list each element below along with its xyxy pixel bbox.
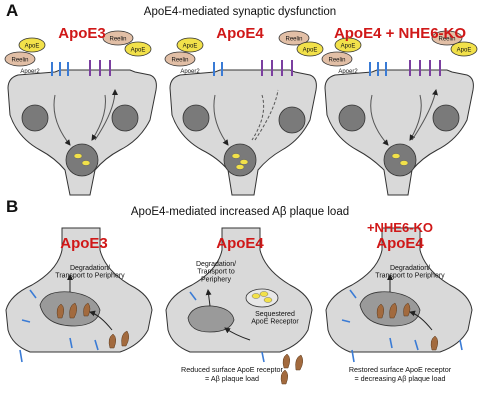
svg-text:Reelin: Reelin xyxy=(109,37,126,43)
svg-text:Reelin: Reelin xyxy=(328,58,345,64)
cell-body xyxy=(5,227,153,353)
svg-text:Reelin: Reelin xyxy=(438,37,455,43)
panel-a-receptors xyxy=(51,60,441,76)
panel-b-condition-nhe6ko: +NHE6-KO xyxy=(367,220,433,235)
panel-b-title: ApoE4-mediated increased Aβ plaque load xyxy=(131,206,349,218)
panel-a-traffic-arrows xyxy=(53,89,438,146)
panel-a-condition-apoe4-nhe6ko: ApoE4 + NHE6-KO xyxy=(334,25,466,42)
panel-a-cell-3 xyxy=(324,69,474,196)
endosome xyxy=(383,143,417,177)
panel-a-title: ApoE4-mediated synaptic dysfunction xyxy=(144,6,336,18)
panel-b-condition-apoe4-right: ApoE4 xyxy=(376,235,424,252)
svg-text:ApoE: ApoE xyxy=(457,48,472,54)
endosome xyxy=(182,104,210,132)
panel-b-receptors xyxy=(19,289,463,363)
cell-body xyxy=(325,227,473,353)
label-degradation-left: Degradation/Transport to Periphery xyxy=(55,265,125,280)
svg-text:Reelin: Reelin xyxy=(11,58,28,64)
svg-text:ApoE: ApoE xyxy=(341,44,356,50)
panel-b-cell-3 xyxy=(325,227,473,353)
label-degradation-right: Degradation/Transport to Periphery xyxy=(375,265,445,280)
endosome xyxy=(65,143,99,177)
panel-a-letter: A xyxy=(6,1,18,20)
panel-a-condition-apoe3: ApoE3 xyxy=(58,25,106,42)
panel-a-condition-apoe4: ApoE4 xyxy=(216,25,264,42)
svg-text:ApoE: ApoE xyxy=(303,48,318,54)
svg-text:Apoer2: Apoer2 xyxy=(180,69,200,75)
endosome xyxy=(111,104,139,132)
panel-b-condition-apoe3: ApoE3 xyxy=(60,235,108,252)
svg-text:Apoer2: Apoer2 xyxy=(20,69,40,75)
note-right-line1: Restored surface ApoE receptor xyxy=(349,365,452,374)
panel-b-arrows xyxy=(67,274,433,341)
endosome xyxy=(21,104,49,132)
panel-b-condition-apoe4: ApoE4 xyxy=(216,235,264,252)
note-middle-line1: Reduced surface ApoE receptor xyxy=(181,365,283,374)
sequestered-cluster xyxy=(245,288,279,308)
svg-text:Apoer2: Apoer2 xyxy=(338,69,358,75)
panel-b-cell-1 xyxy=(5,227,153,353)
svg-text:ApoE: ApoE xyxy=(25,44,40,50)
endosome-cargo xyxy=(73,153,409,170)
endosome xyxy=(278,106,306,134)
panel-a-ligand-labels: ApoE Reelin Reelin ApoE ApoE Reelin Reel… xyxy=(11,37,471,76)
svg-text:Reelin: Reelin xyxy=(171,58,188,64)
panel-a-ligands xyxy=(4,30,478,67)
panel-a-vesicles xyxy=(21,104,460,177)
endosome xyxy=(338,104,366,132)
svg-text:Reelin: Reelin xyxy=(285,37,302,43)
panel-b-letter: B xyxy=(6,197,18,216)
cell-body xyxy=(324,69,474,196)
svg-text:ApoE: ApoE xyxy=(183,44,198,50)
panel-a-cell-1 xyxy=(7,69,157,196)
panel-b-plaques xyxy=(56,302,438,385)
cell-body xyxy=(7,69,157,196)
endosome xyxy=(432,104,460,132)
note-middle-line2: = Aβ plaque load xyxy=(205,374,259,383)
endosome xyxy=(223,143,257,177)
svg-text:ApoE: ApoE xyxy=(131,48,146,54)
note-right-line2: = decreasing Aβ plaque load xyxy=(354,374,445,383)
cell-body xyxy=(169,69,317,196)
panel-a-cell-2 xyxy=(169,69,317,196)
